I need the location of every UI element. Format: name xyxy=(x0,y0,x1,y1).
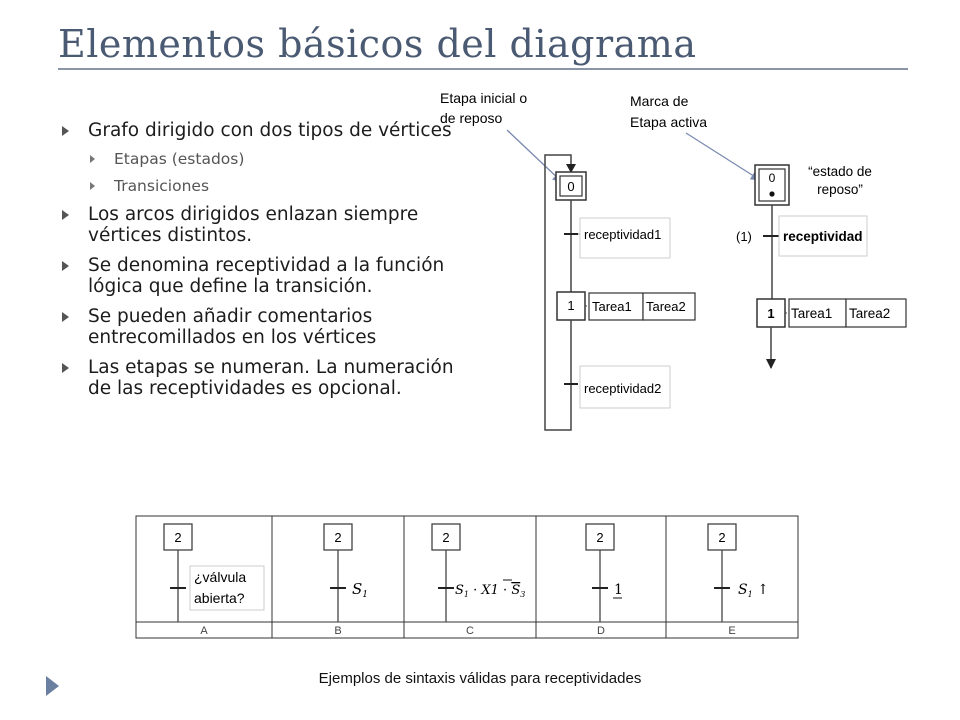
task1-box xyxy=(588,292,644,321)
column-letter-d: D xyxy=(597,625,605,637)
title-underline xyxy=(58,68,908,70)
bullet-arrow-icon xyxy=(62,261,69,271)
comment-line2: reposo” xyxy=(817,182,863,197)
bullet-arrow-icon xyxy=(62,312,69,322)
callout-pointer-arrow xyxy=(685,132,761,181)
step-number-1: 1 xyxy=(767,306,774,321)
transition-number: (1) xyxy=(736,229,752,244)
slide-nav-arrow-icon xyxy=(46,676,59,696)
example-step-box xyxy=(707,523,737,551)
step-1-box xyxy=(756,298,786,328)
column-letter-c: C xyxy=(466,625,474,637)
bullet-arrow-icon xyxy=(62,363,69,373)
bullet-text: Las etapas se numeran. La numeración de … xyxy=(88,357,454,399)
callout-initial-step-line1: Etapa inicial o xyxy=(440,90,527,106)
bullet-text: Se denomina receptividad a la función ló… xyxy=(88,255,445,297)
task1-label: Tarea1 xyxy=(791,306,832,321)
loop-back-arc xyxy=(544,154,572,431)
example-step-number: 2 xyxy=(174,530,181,545)
bullet-list: Grafo dirigido con dos tipos de vértices… xyxy=(60,120,470,408)
sub-bullet-arrow-icon xyxy=(90,155,95,163)
formula-constant-one: 1 xyxy=(614,582,623,598)
column-letter-a: A xyxy=(200,625,208,637)
slide-title: Elementos básicos del diagrama xyxy=(58,22,697,66)
column-letter-b: B xyxy=(334,625,341,637)
bullet-item: Las etapas se numeran. La numeración de … xyxy=(60,357,470,399)
callout-active-mark-line1: Marca de xyxy=(630,93,689,109)
callout-pointer-arrow xyxy=(506,129,563,183)
step-number-1: 1 xyxy=(567,298,574,313)
bullet-item: Se denomina receptividad a la función ló… xyxy=(60,255,470,297)
bullet-arrow-icon xyxy=(62,126,69,136)
example-step-number: 2 xyxy=(596,530,603,545)
example-step-box xyxy=(163,523,193,551)
receptivity-label: receptividad xyxy=(783,229,863,244)
receptivity1-box xyxy=(579,217,671,259)
initial-step-inner-box xyxy=(559,175,583,197)
task2-box xyxy=(845,298,907,328)
bullet-item: Los arcos dirigidos enlazan siempre vért… xyxy=(60,204,470,246)
example-a-textbox xyxy=(189,565,265,611)
sub-bullet-text: Etapas (estados) xyxy=(114,150,245,168)
task2-label: Tarea2 xyxy=(849,306,890,321)
left-grafcet: Etapa inicial o de reposo 0 receptividad… xyxy=(440,90,696,431)
receptivity1-label: receptividad1 xyxy=(584,227,661,242)
example-step-number: 2 xyxy=(718,530,725,545)
step-number-0: 0 xyxy=(769,171,776,185)
sub-bullet-text: Transiciones xyxy=(114,177,210,195)
sub-bullet-item: Transiciones xyxy=(60,177,470,196)
task2-box xyxy=(642,292,696,321)
sub-bullet-arrow-icon xyxy=(90,182,95,190)
step-number-0: 0 xyxy=(567,179,574,194)
right-grafcet: Marca de Etapa activa 0 “estado de repos… xyxy=(630,93,907,369)
examples-table: 2 ¿válvula abierta? 2 S1 2 S1 · X1 · S3 … xyxy=(135,515,799,639)
callout-initial-step-line2: de reposo xyxy=(440,110,502,126)
bullet-text: Se pueden añadir comentarios entrecomill… xyxy=(88,306,377,348)
bullet-text: Los arcos dirigidos enlazan siempre vért… xyxy=(88,204,419,246)
bullet-text: Grafo dirigido con dos tipos de vértices xyxy=(88,120,452,141)
task2-label: Tarea2 xyxy=(646,299,686,314)
example-step-box xyxy=(585,523,615,551)
bullet-item: Grafo dirigido con dos tipos de vértices xyxy=(60,120,470,141)
loop-arrowhead xyxy=(566,164,576,173)
comment-line1: “estado de xyxy=(808,164,872,179)
formula-s1-rising-edge: S1 ↑ xyxy=(738,582,769,599)
example-step-box xyxy=(323,523,353,551)
active-token-mark xyxy=(769,191,775,197)
example-step-number: 2 xyxy=(442,530,449,545)
example-a-line1: ¿válvula xyxy=(194,569,246,585)
sub-bullet-item: Etapas (estados) xyxy=(60,150,470,169)
bullet-arrow-icon xyxy=(62,210,69,220)
example-a-line2: abierta? xyxy=(194,590,245,606)
example-step-number: 2 xyxy=(334,530,341,545)
column-letter-e: E xyxy=(728,625,735,637)
examples-caption: Ejemplos de sintaxis válidas para recept… xyxy=(318,670,642,687)
receptivity2-box xyxy=(579,365,671,409)
receptivity2-label: receptividad2 xyxy=(584,381,661,396)
receptivity-box xyxy=(778,215,868,257)
formula-s1-x1-not-s3: S1 · X1 · S3 xyxy=(455,583,525,599)
bullet-item: Se pueden añadir comentarios entrecomill… xyxy=(60,306,470,348)
task1-label: Tarea1 xyxy=(592,299,632,314)
callout-active-mark-line2: Etapa activa xyxy=(630,114,707,130)
task1-box xyxy=(788,298,847,328)
